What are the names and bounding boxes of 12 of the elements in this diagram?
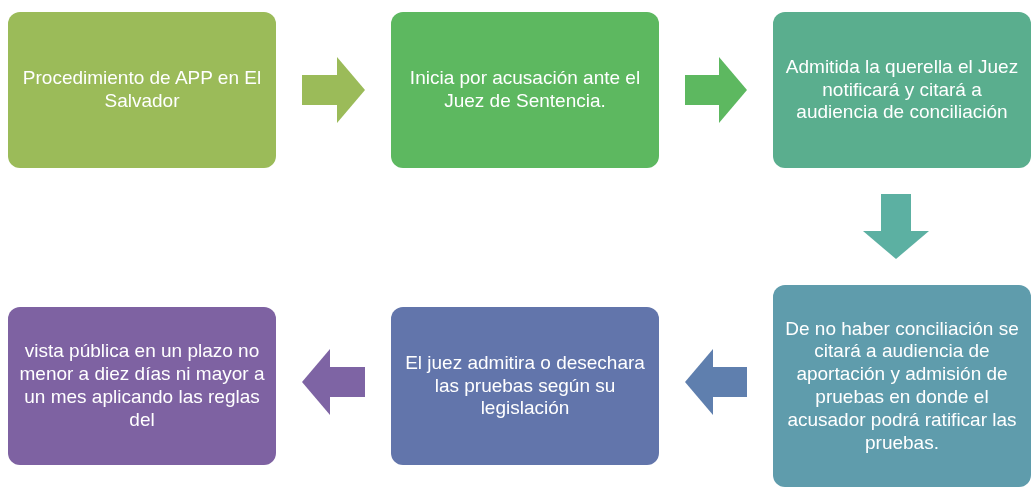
process-box <box>773 285 1031 487</box>
process-box <box>773 12 1031 168</box>
step-text: De no haber conciliación se citará a audiencia de aportación y admisión de pruebas en donde el acusador podrá ratificar las pruebas. <box>784 317 1020 455</box>
step-text: vista pública en un plazo no menor a diez días ni mayor a un mes aplicando las reglas del <box>18 340 266 432</box>
process-box <box>391 12 659 168</box>
step-text: Inicia por acusación ante el Juez de Sentencia. <box>408 67 642 113</box>
process-box <box>8 12 276 168</box>
step-text: El juez admitira o desechara las pruebas según su legislación <box>404 351 646 421</box>
step-text: Procedimiento de APP en El Salvador <box>21 67 263 113</box>
process-box <box>8 307 276 465</box>
process-box <box>391 307 659 465</box>
step-text: Admitida la querella el Juez notificará y citará a audiencia de conciliación <box>784 55 1020 125</box>
